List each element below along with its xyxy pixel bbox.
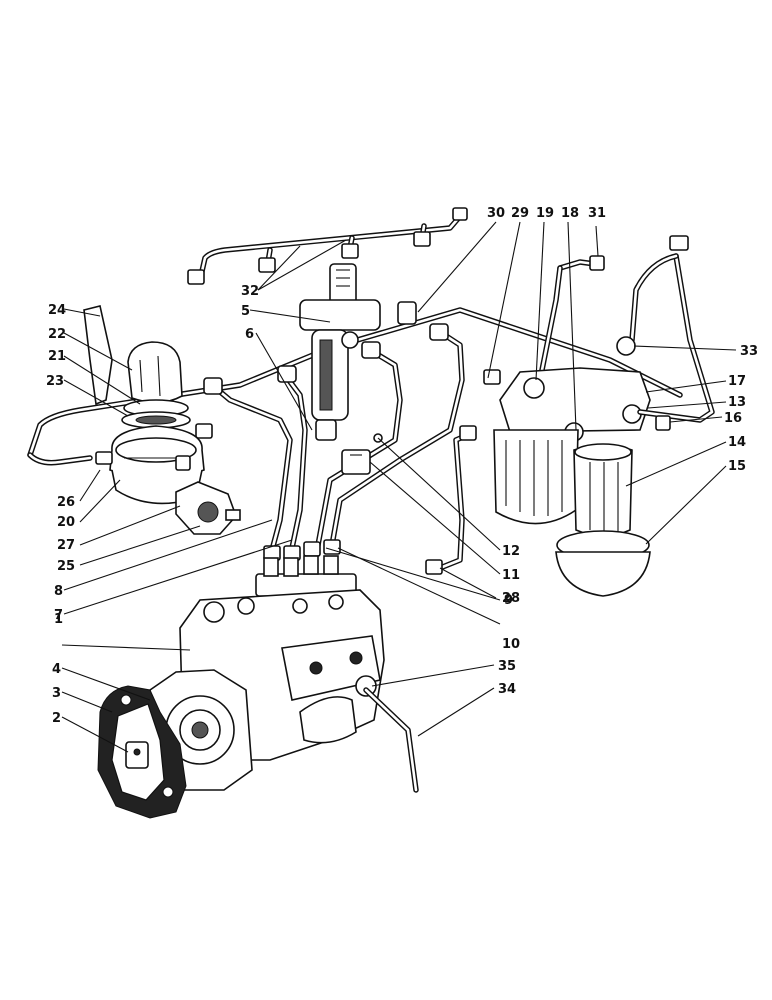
callout-16: 16: [724, 411, 742, 426]
callout-22: 22: [48, 327, 66, 342]
callout-7: 7: [54, 608, 63, 623]
callout-26: 26: [57, 495, 75, 510]
callout-23: 23: [46, 374, 64, 389]
callout-8: 8: [54, 584, 63, 599]
callout-34: 34: [498, 682, 516, 697]
callout-labels: 1 2 3 4 5 6 7 8 9 10 11 12 13 14 15 16 1…: [46, 206, 758, 726]
callout-18: 18: [561, 206, 579, 221]
fuel-filter-assembly: [425, 235, 715, 597]
callout-21: 21: [48, 349, 66, 364]
callout-10: 10: [502, 637, 520, 652]
callout-30: 30: [487, 206, 505, 221]
callout-5: 5: [241, 304, 250, 319]
callout-15: 15: [728, 459, 746, 474]
callout-24: 24: [48, 303, 66, 318]
callout-33: 33: [740, 344, 758, 359]
leak-off-pipe: [27, 301, 683, 466]
callout-4: 4: [52, 662, 61, 677]
callout-27: 27: [57, 538, 75, 553]
gasket-and-plate: [97, 685, 187, 819]
callout-31: 31: [588, 206, 606, 221]
injector-pipe-harness: [187, 207, 468, 285]
callout-28: 28: [502, 591, 520, 606]
callout-12: 12: [502, 544, 520, 559]
injection-pump: [149, 555, 419, 793]
callout-25: 25: [57, 559, 75, 574]
callout-29: 29: [511, 206, 529, 221]
callout-20: 20: [57, 515, 75, 530]
callout-6: 6: [245, 327, 254, 342]
callout-2: 2: [52, 711, 61, 726]
callout-9: 9: [504, 593, 513, 608]
callout-32: 32: [241, 284, 259, 299]
delivery-pipes: [203, 323, 465, 561]
callout-14: 14: [728, 435, 746, 450]
fuel-lift-pump: [83, 305, 241, 535]
callout-1: 1: [54, 612, 63, 627]
injector: [299, 263, 381, 441]
callout-35: 35: [498, 659, 516, 674]
callout-17: 17: [728, 374, 746, 389]
callout-3: 3: [52, 686, 61, 701]
callout-11: 11: [502, 568, 520, 583]
leader-lines: [61, 221, 737, 753]
callout-13: 13: [728, 395, 746, 410]
callout-19: 19: [536, 206, 554, 221]
